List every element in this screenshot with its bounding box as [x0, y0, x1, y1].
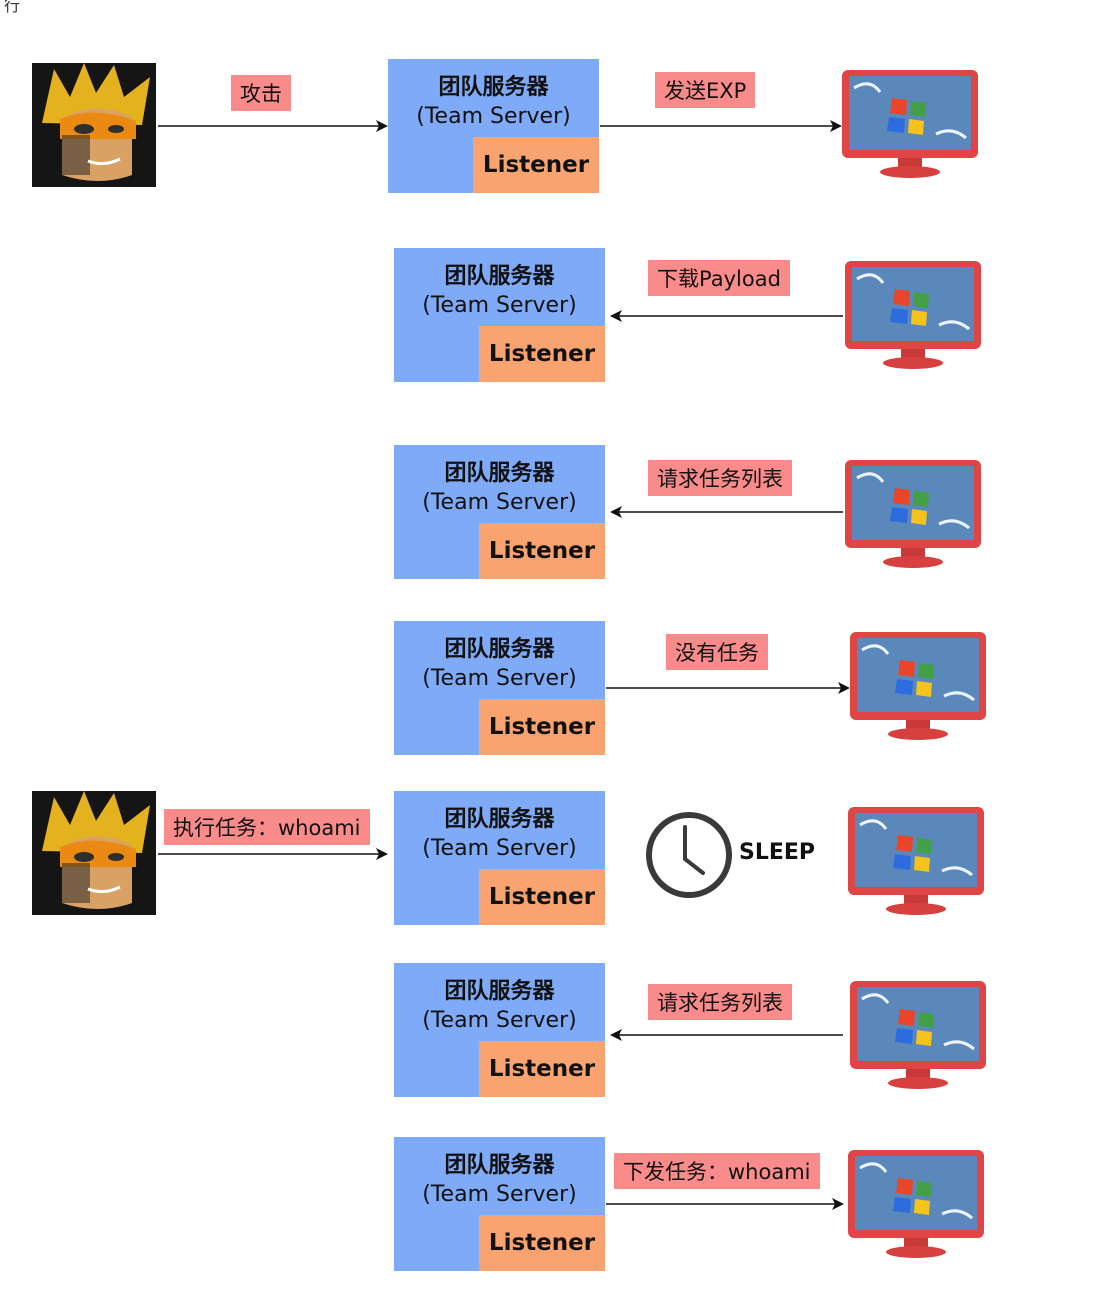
windows-monitor-icon [846, 1148, 986, 1260]
listener-box: Listener [479, 523, 605, 579]
label-no-task: 没有任务 [666, 634, 768, 670]
label-request-task-list: 请求任务列表 [648, 984, 792, 1020]
listener-box: Listener [479, 699, 605, 755]
listener-box: Listener [479, 1215, 605, 1271]
corner-text: 行 [4, 0, 21, 15]
windows-monitor-icon [848, 630, 988, 742]
listener-box: Listener [479, 869, 605, 925]
server-title-en: (Team Server) [422, 1182, 577, 1207]
server-title-en: (Team Server) [422, 666, 577, 691]
team-server-box: 团队服务器 (Team Server) Listener [394, 791, 605, 925]
label-attack: 攻击 [231, 75, 291, 111]
windows-monitor-icon [843, 259, 983, 371]
team-server-box: 团队服务器 (Team Server) Listener [394, 963, 605, 1097]
server-title-cn: 团队服务器 [444, 264, 555, 289]
label-request-task-list: 请求任务列表 [648, 460, 792, 496]
windows-monitor-icon [843, 458, 983, 570]
server-title-en: (Team Server) [422, 293, 577, 318]
server-title-en: (Team Server) [422, 836, 577, 861]
listener-box: Listener [479, 326, 605, 382]
team-server-box: 团队服务器 (Team Server) Listener [388, 59, 599, 193]
team-server-box: 团队服务器 (Team Server) Listener [394, 1137, 605, 1271]
server-title-cn: 团队服务器 [444, 979, 555, 1004]
server-title-cn: 团队服务器 [444, 637, 555, 662]
server-title-en: (Team Server) [422, 1008, 577, 1033]
server-title-en: (Team Server) [422, 490, 577, 515]
label-issue-task: 下发任务：whoami [614, 1153, 820, 1189]
attacker-avatar-icon [32, 791, 156, 915]
server-title-cn: 团队服务器 [444, 807, 555, 832]
clock-icon [646, 812, 732, 898]
server-title-cn: 团队服务器 [444, 1153, 555, 1178]
windows-monitor-icon [840, 68, 980, 180]
server-title-cn: 团队服务器 [438, 75, 549, 100]
attacker-avatar-icon [32, 63, 156, 187]
windows-monitor-icon [846, 805, 986, 917]
windows-monitor-icon [848, 979, 988, 1091]
server-title-en: (Team Server) [416, 104, 571, 129]
team-server-box: 团队服务器 (Team Server) Listener [394, 248, 605, 382]
sleep-label: SLEEP [739, 840, 816, 865]
listener-box: Listener [479, 1041, 605, 1097]
server-title-cn: 团队服务器 [444, 461, 555, 486]
team-server-box: 团队服务器 (Team Server) Listener [394, 621, 605, 755]
label-download-payload: 下载Payload [648, 260, 790, 296]
label-execute-task: 执行任务：whoami [164, 809, 370, 845]
label-send-exp: 发送EXP [655, 72, 756, 108]
listener-box: Listener [473, 137, 599, 193]
team-server-box: 团队服务器 (Team Server) Listener [394, 445, 605, 579]
